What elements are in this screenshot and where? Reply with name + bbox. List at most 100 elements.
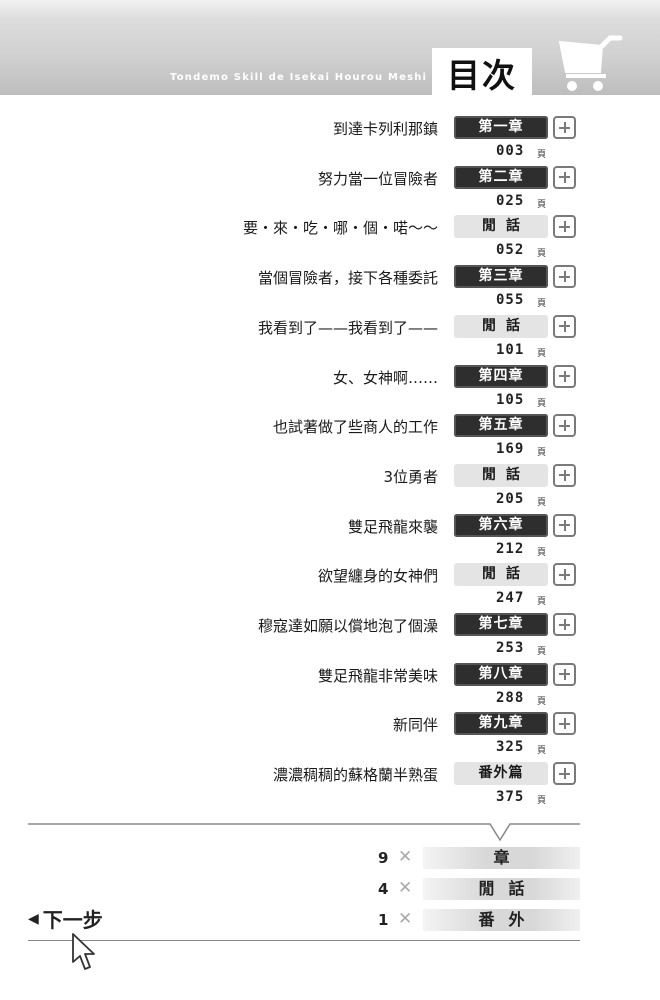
page-number: 253 xyxy=(496,640,525,656)
title-box: 目次 xyxy=(432,48,532,98)
chapter-title: 要・來・吃・哪・個・喏〜〜 xyxy=(242,219,438,238)
page-unit: 頁 xyxy=(537,150,547,160)
summary-row: 4 ✕ 閒話 xyxy=(0,878,660,902)
summary-row: 1 ✕ 番外 xyxy=(0,909,660,933)
summary-label: 章 xyxy=(423,847,580,869)
plus-icon[interactable] xyxy=(553,414,576,438)
plus-icon[interactable] xyxy=(553,613,576,636)
plus-icon[interactable] xyxy=(553,762,576,786)
chapter-badge: 番外篇 xyxy=(454,762,548,786)
page-unit: 頁 xyxy=(537,647,547,657)
page-number: 212 xyxy=(496,540,525,557)
page-number: 325 xyxy=(496,739,525,756)
chapter-badge: 閒話 xyxy=(454,314,548,338)
divider-notch xyxy=(28,823,580,842)
plus-icon[interactable] xyxy=(553,314,576,338)
chapter-badge: 第七章 xyxy=(454,613,548,636)
page-unit: 頁 xyxy=(537,299,547,310)
chapter-badge: 閒話 xyxy=(454,463,548,487)
summary-count: 1 xyxy=(378,911,389,929)
chapter-title: 穆寇達如願以償地泡了個澡 xyxy=(257,617,438,635)
header-band: Tondemo Skill de Isekai Hourou Meshi 2 目… xyxy=(0,0,660,98)
chapter-badge: 第四章 xyxy=(454,364,548,388)
chapter-badge: 第六章 xyxy=(454,513,548,537)
page-unit: 頁 xyxy=(537,696,547,707)
next-step-label: 下一步 xyxy=(42,908,103,932)
plus-icon[interactable] xyxy=(553,165,576,189)
toc-row: 我看到了——我看到了—— 閒話 101 頁 xyxy=(0,312,660,362)
chapter-title: 當個冒險者，接下各種委託 xyxy=(257,269,438,288)
page-unit: 頁 xyxy=(537,448,547,459)
page-unit: 頁 xyxy=(537,746,547,757)
series-title: Tondemo Skill de Isekai Hourou Meshi 2 xyxy=(170,72,441,83)
chapter-title: 新同伴 xyxy=(392,716,438,735)
chapter-title: 女、女神啊…… xyxy=(332,368,438,387)
page-number: 055 xyxy=(496,292,525,309)
plus-icon[interactable] xyxy=(553,513,576,537)
toc-row: 到達卡列利那鎮第一章 003 頁 xyxy=(0,113,660,163)
chapter-title: 到達卡列利那鎮 xyxy=(332,120,438,138)
chapter-title: 也試著做了些商人的工作 xyxy=(272,418,438,437)
plus-icon[interactable] xyxy=(553,563,576,587)
page-number: 101 xyxy=(496,341,525,358)
page-number: 205 xyxy=(496,490,525,507)
plus-icon[interactable] xyxy=(553,116,576,139)
bottom-divider xyxy=(28,940,580,941)
chapter-title: 我看到了——我看到了—— xyxy=(257,318,438,337)
chapter-badge: 第八章 xyxy=(454,662,548,686)
page-number: 003 xyxy=(496,143,525,159)
next-step-button[interactable]: ◀ 下一步 xyxy=(28,904,103,933)
toc-row: 新同伴第九章 325 頁 xyxy=(0,709,660,759)
left-triangle-icon: ◀ xyxy=(28,910,39,927)
multiply-icon: ✕ xyxy=(398,878,413,898)
plus-icon[interactable] xyxy=(553,265,576,289)
chapter-title: 雙足飛龍非常美味 xyxy=(317,666,438,685)
multiply-icon: ✕ xyxy=(398,847,413,867)
summary-label: 閒話 xyxy=(423,878,580,900)
shopping-cart-icon xyxy=(558,35,623,91)
plus-icon[interactable] xyxy=(553,463,576,487)
toc-row: 當個冒險者，接下各種委託第三章 055 頁 xyxy=(0,262,660,312)
page-number: 247 xyxy=(496,590,525,607)
page-unit: 頁 xyxy=(537,348,547,359)
toc-row: 穆寇達如願以償地泡了個澡第七章 253 頁 xyxy=(0,610,660,660)
chapter-badge: 第九章 xyxy=(454,712,548,736)
summary-row: 9✕章 xyxy=(0,847,660,871)
chapter-title: 濃濃稠稠的蘇格蘭半熟蛋 xyxy=(272,766,438,785)
page-number: 375 xyxy=(496,789,525,806)
chapter-badge: 閒話 xyxy=(454,563,548,587)
multiply-icon: ✕ xyxy=(398,909,413,929)
page-unit: 頁 xyxy=(537,597,547,608)
plus-icon[interactable] xyxy=(553,712,576,736)
chapter-badge: 閒話 xyxy=(454,215,548,239)
page-unit: 頁 xyxy=(537,249,547,260)
chapter-title: 努力當一位冒險者 xyxy=(317,169,438,188)
page-unit: 頁 xyxy=(537,497,547,508)
page-unit: 頁 xyxy=(537,796,547,807)
chapter-title: 3位勇者 xyxy=(383,467,438,486)
plus-icon[interactable] xyxy=(553,662,576,686)
mouse-pointer-icon xyxy=(72,933,95,970)
page-number: 025 xyxy=(496,192,525,209)
chapter-badge: 第二章 xyxy=(454,165,548,189)
chapter-badge: 第五章 xyxy=(454,414,548,438)
page-number: 169 xyxy=(496,441,525,458)
toc-row: 努力當一位冒險者第二章 025 頁 xyxy=(0,163,660,213)
plus-icon[interactable] xyxy=(553,364,576,388)
page-unit: 頁 xyxy=(537,199,547,210)
summary-label: 番外 xyxy=(423,909,580,931)
toc-row: 欲望纏身的女神們閒話 247 頁 xyxy=(0,560,660,610)
chapter-badge: 第一章 xyxy=(454,116,548,139)
page-unit: 頁 xyxy=(537,547,547,558)
summary-count: 4 xyxy=(378,880,389,898)
page-number: 288 xyxy=(496,689,525,706)
chapter-badge: 第三章 xyxy=(454,265,548,289)
toc-row: 雙足飛龍來襲第六章 212 頁 xyxy=(0,511,660,561)
chapter-title: 雙足飛龍來襲 xyxy=(347,517,438,536)
plus-icon[interactable] xyxy=(553,215,576,239)
chapter-title: 欲望纏身的女神們 xyxy=(317,567,438,586)
page-unit: 頁 xyxy=(537,398,547,409)
toc-row: 雙足飛龍非常美味第八章 288 頁 xyxy=(0,660,660,710)
page-title: 目次 xyxy=(447,56,517,95)
